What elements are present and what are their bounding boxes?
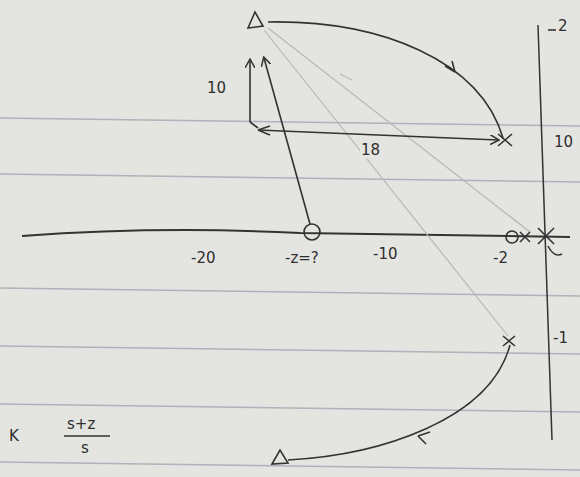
dimension-label: 18 — [360, 142, 381, 159]
real-axis — [22, 230, 570, 237]
transfer-denominator: s — [80, 440, 90, 457]
locus-branches — [250, 22, 510, 460]
axis-tick: 10 — [553, 134, 574, 151]
gain-label: K — [8, 428, 20, 445]
poles-zeros — [248, 12, 562, 464]
ruled-lines — [0, 118, 580, 470]
dimension-label: 10 — [206, 80, 227, 97]
transfer-numerator: s+z — [66, 416, 96, 433]
axis-tick: 2 — [557, 18, 569, 35]
fraction-bar — [64, 435, 110, 436]
axis-tick: -10 — [372, 246, 399, 263]
axis-tick: -1 — [552, 330, 569, 347]
axis-tick: -20 — [190, 250, 217, 267]
guide-lines — [264, 28, 530, 336]
axis-tick: -2 — [492, 250, 509, 267]
zero-label: -z=? — [284, 250, 320, 267]
